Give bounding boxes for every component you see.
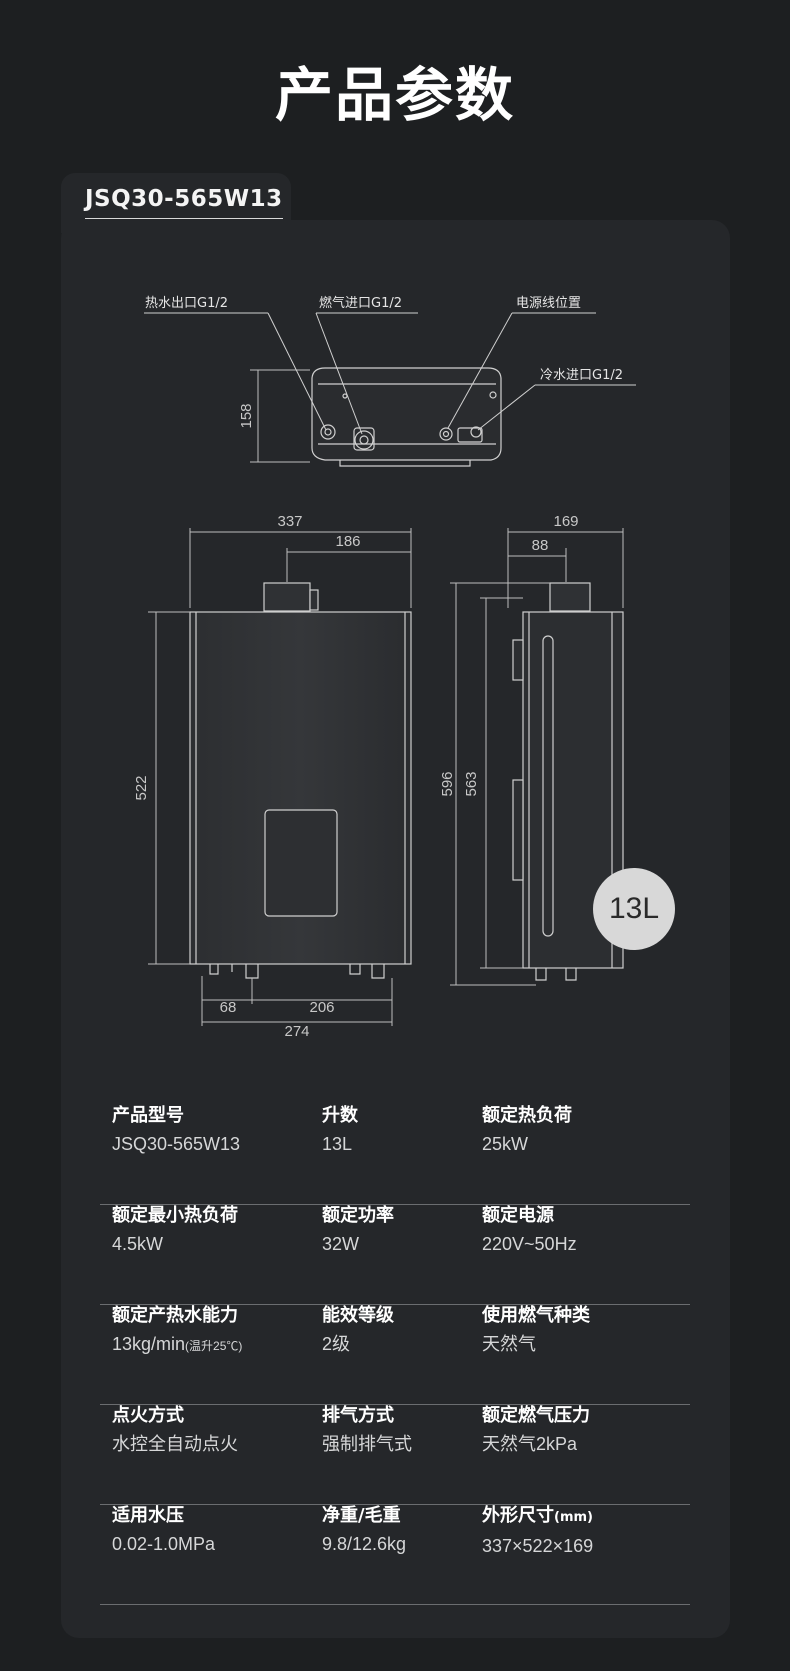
spec-value-text: 天然气2kPa — [482, 1434, 578, 1454]
spec-value: 强制排气式 — [322, 1432, 412, 1456]
spec-value: 天然气2kPa — [482, 1432, 590, 1456]
spec-label: 升数 — [322, 1105, 358, 1126]
spec-label: 使用燃气种类 — [482, 1305, 590, 1326]
spec-value: 0.02-1.0MPa — [112, 1532, 215, 1556]
spec-value-text: JSQ30-565W13 — [112, 1134, 241, 1154]
spec-row: 产品型号 JSQ30-565W13 升数 13L 额定热负荷 25kW — [100, 1104, 690, 1205]
spec-value: 天然气 — [482, 1332, 590, 1356]
spec-row: 额定产热水能力 13kg/min(温升25℃) 能效等级 2级 使用燃气种类天然气 — [100, 1304, 690, 1405]
callout-gas: 燃气进口G1/2 — [319, 295, 402, 311]
dim-front-flue: 186 — [335, 533, 360, 550]
spec-cell: 使用燃气种类天然气 — [482, 1304, 590, 1356]
dim-side-total: 596 — [439, 771, 456, 796]
spec-label: 额定燃气压力 — [482, 1405, 590, 1426]
spec-label: 外形尺寸 — [482, 1505, 554, 1526]
page-title: 产品参数 — [274, 61, 515, 129]
spec-row: 点火方式水控全自动点火 排气方式强制排气式 额定燃气压力天然气2kPa — [100, 1404, 690, 1505]
model-tab — [61, 173, 291, 233]
spec-label: 额定产热水能力 — [112, 1305, 238, 1326]
dim-front-height: 522 — [133, 775, 150, 800]
spec-unit-note: (mm) — [554, 1510, 593, 1525]
dim-bottom-total: 274 — [284, 1023, 309, 1040]
dim-bottom-left: 68 — [220, 999, 237, 1016]
spec-cell: 净重/毛重 9.8/12.6kg — [322, 1504, 406, 1556]
spec-value: 25kW — [482, 1132, 572, 1156]
spec-value-text: 4.5kW — [112, 1234, 164, 1254]
callout-cold-water: 冷水进口G1/2 — [540, 368, 623, 383]
spec-value: 13L — [322, 1132, 358, 1156]
side-dims — [450, 528, 624, 986]
spec-label: 能效等级 — [322, 1305, 394, 1326]
spec-cell: 额定功率 32W — [322, 1204, 394, 1256]
spec-label: 产品型号 — [112, 1105, 184, 1126]
spec-value-text: 13kg/min — [112, 1334, 186, 1354]
spec-cell: 额定最小热负荷 4.5kW — [112, 1204, 238, 1256]
spec-label: 排气方式 — [322, 1405, 394, 1426]
spec-value: 337×522×169 — [482, 1534, 593, 1558]
callout-leaders — [144, 312, 636, 435]
model-name: JSQ30-565W13 — [85, 186, 283, 219]
spec-cell: 外形尺寸(mm) 337×522×169 — [482, 1504, 593, 1558]
capacity-badge: 13L — [593, 868, 675, 950]
spec-value-text: 220V~50Hz — [482, 1234, 577, 1254]
spec-value: 2级 — [322, 1332, 394, 1356]
dim-side-flue: 88 — [532, 537, 549, 554]
spec-value-text: 32W — [322, 1234, 360, 1254]
spec-value-text: 13L — [322, 1134, 353, 1154]
spec-label: 额定功率 — [322, 1205, 394, 1226]
top-view-dim — [250, 369, 310, 463]
spec-cell: 额定燃气压力天然气2kPa — [482, 1404, 590, 1456]
spec-cell: 点火方式水控全自动点火 — [112, 1404, 238, 1456]
spec-value: 水控全自动点火 — [112, 1432, 238, 1456]
spec-value: 32W — [322, 1232, 394, 1256]
spec-value-text: 337×522×169 — [482, 1536, 594, 1556]
spec-cell: 能效等级 2级 — [322, 1304, 394, 1356]
spec-value: 220V~50Hz — [482, 1232, 577, 1256]
dim-side-depth: 169 — [553, 513, 578, 530]
spec-label: 点火方式 — [112, 1405, 184, 1426]
spec-cell: 产品型号 JSQ30-565W13 — [112, 1104, 240, 1156]
spec-value: 4.5kW — [112, 1232, 238, 1256]
dim-depth-top: 158 — [238, 403, 255, 428]
callout-power: 电源线位置 — [516, 296, 581, 311]
spec-row: 适用水压 0.02-1.0MPa 净重/毛重 9.8/12.6kg 外形尺寸(mm) 33… — [100, 1504, 690, 1605]
dim-front-width: 337 — [277, 513, 302, 530]
spec-value-text: 25kW — [482, 1134, 529, 1154]
spec-cell: 升数 13L — [322, 1104, 358, 1156]
spec-label: 净重/毛重 — [322, 1505, 401, 1526]
spec-value-text: 2级 — [322, 1334, 351, 1354]
spec-value: JSQ30-565W13 — [112, 1132, 240, 1156]
front-view — [189, 582, 412, 979]
spec-value-text: 9.8/12.6kg — [322, 1534, 407, 1554]
spec-label: 额定电源 — [482, 1205, 554, 1226]
spec-value: 13kg/min(温升25℃) — [112, 1332, 242, 1358]
spec-cell: 适用水压 0.02-1.0MPa — [112, 1504, 215, 1556]
dim-side-body: 563 — [463, 771, 480, 796]
spec-value-note: (温升25℃) — [185, 1339, 243, 1353]
top-view — [311, 367, 502, 467]
spec-cell: 额定电源 220V~50Hz — [482, 1204, 577, 1256]
dim-bottom-mid: 206 — [309, 999, 334, 1016]
spec-row: 额定最小热负荷 4.5kW 额定功率 32W 额定电源 220V~50Hz — [100, 1204, 690, 1305]
spec-value-text: 0.02-1.0MPa — [112, 1534, 216, 1554]
spec-cell: 额定热负荷 25kW — [482, 1104, 572, 1156]
spec-label-wrap: 外形尺寸(mm) — [482, 1504, 593, 1530]
spec-cell: 排气方式强制排气式 — [322, 1404, 412, 1456]
spec-label: 额定热负荷 — [482, 1105, 572, 1126]
spec-value-text: 水控全自动点火 — [112, 1434, 238, 1454]
spec-value-text: 天然气 — [482, 1334, 536, 1354]
spec-label: 额定最小热负荷 — [112, 1205, 238, 1226]
spec-cell: 额定产热水能力 13kg/min(温升25℃) — [112, 1304, 242, 1358]
front-dims — [148, 528, 412, 1026]
spec-value: 9.8/12.6kg — [322, 1532, 406, 1556]
spec-value-text: 强制排气式 — [322, 1434, 412, 1454]
callout-hot-water: 热水出口G1/2 — [145, 296, 228, 311]
spec-label: 适用水压 — [112, 1505, 184, 1526]
